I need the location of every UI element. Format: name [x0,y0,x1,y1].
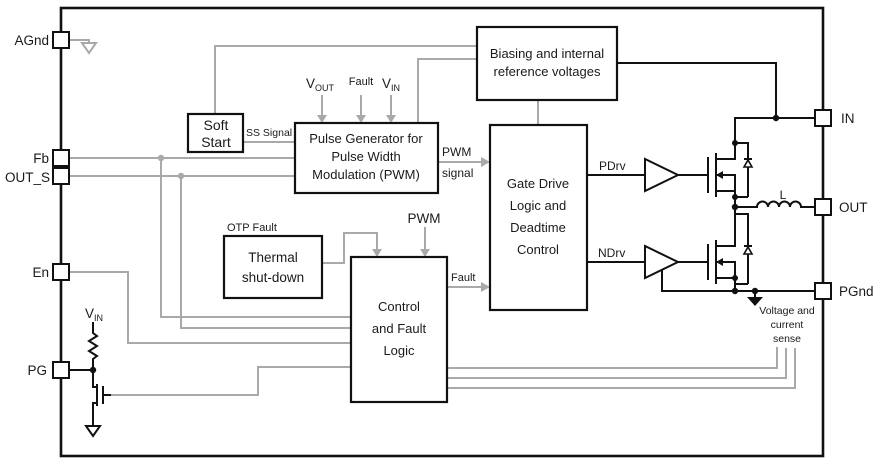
pin-pgnd-label: PGnd [839,284,874,299]
pins: AGnd Fb OUT_S En PG IN OUT PGnd [5,31,874,379]
pin-outs [52,167,70,185]
pwm-control-arrowhead [420,249,430,257]
vin-arrowhead [386,115,396,123]
fb-control-branch [160,157,352,318]
fb-junction-dot [157,154,165,162]
sense-trace-2 [447,348,787,379]
biasing-pwmgen-trace [417,58,478,123]
pg-fet-icon [92,369,111,413]
biasing-label-1: Biasing and internal [490,46,604,61]
pin-outs-label: OUT_S [5,170,50,185]
pwm-signal-label-2: signal [442,166,473,180]
pgnd-ground-icon [747,297,763,306]
thermal-label-2: shut-down [242,270,304,285]
pin-out [814,198,832,216]
softstart-biasing-trace [214,45,478,115]
sense-label-1: Voltage and [759,305,815,317]
pwm-generator-label-1: Pulse Generator for [309,131,423,146]
pwm-signal-arrowhead [481,157,490,167]
biasing-block [475,25,619,102]
pgnd-rail-dot1 [731,287,739,295]
soft-start-label-1: Soft [204,117,229,133]
vin-pg-label: VIN [85,306,103,323]
pin-agnd-label: AGnd [14,33,49,48]
pdrv-label: PDrv [599,159,626,173]
otp-fault-label: OTP Fault [227,222,277,234]
pwm-signal-label-1: PWM [442,145,471,159]
fault-input-arrowhead [356,115,366,123]
signal-traces [68,39,796,396]
control-label-2: and Fault [372,321,427,336]
gate-drive-label-4: Control [517,242,559,257]
pwm-control-label: PWM [408,211,441,226]
otp-fault-arrowhead [372,249,382,257]
pin-pg-label: PG [27,363,47,378]
fault-input-label: Fault [349,76,373,88]
pg-stage [69,322,111,438]
pwm-generator-label-2: Pulse Width [331,149,400,164]
pg-gate-trace [109,366,352,396]
thermal-shutdown-block [222,234,324,300]
chip-outline [59,6,825,458]
thermal-label-1: Thermal [248,250,298,265]
biasing-label-2: reference voltages [494,64,601,79]
control-label-3: Logic [383,343,415,358]
ss-signal-label: SS Signal [246,127,292,139]
pin-en [52,263,70,281]
in-rail-dot [772,114,780,122]
fault-arrowhead [481,282,490,292]
pin-in-label: IN [841,111,855,126]
pg-ground-icon [84,425,102,438]
en-trace [68,271,352,344]
gate-drive-label-3: Deadtime [510,220,566,235]
sense-label-3: sense [773,333,801,345]
outs-control-branch [180,175,352,329]
sense-label-2: current [771,319,804,331]
gate-drive-label-1: Gate Drive [507,176,569,191]
inductor-label: L [780,188,787,202]
pg-pullup-resistor-icon [87,322,99,370]
otp-fault-trace [321,232,378,264]
pin-agnd [52,31,70,49]
sense-trace-1 [447,347,778,369]
ndrv-label: NDrv [598,246,625,260]
pin-in [814,109,832,127]
highside-fet-icon [677,117,754,208]
lowside-fet-icon [677,206,754,292]
pin-fb [52,149,70,167]
pin-fb-label: Fb [33,151,49,166]
soft-start-label-2: Start [201,134,231,150]
soft-start-block [186,112,245,154]
vin-label: VIN [382,76,400,93]
pwm-generator-label-3: Modulation (PWM) [312,167,420,182]
pin-pg [52,361,70,379]
function-blocks: Soft Start Pulse Generator for Pulse Wid… [186,25,619,404]
outs-junction-dot [177,172,185,180]
biasing-in-trace [616,62,777,119]
signal-labels: SS Signal PWM signal PDrv NDrv Fault OTP… [85,76,815,345]
agnd-ground-icon [80,42,98,55]
fault-label: Fault [451,272,475,284]
control-fault-block [349,255,449,404]
vout-label: VOUT [306,76,335,93]
pwm-generator-block [293,121,440,195]
gate-drive-label-2: Logic and [510,198,566,213]
sense-trace-3 [447,348,796,389]
pin-out-label: OUT [839,200,868,215]
pin-en-label: En [32,265,49,280]
pdrv-buffer-icon [644,157,681,193]
pin-pgnd [814,282,832,300]
inductor-icon [756,200,802,208]
power-stage [69,62,816,438]
gate-drive-block [488,123,589,312]
vout-arrowhead [317,115,327,123]
control-label-1: Control [378,299,420,314]
